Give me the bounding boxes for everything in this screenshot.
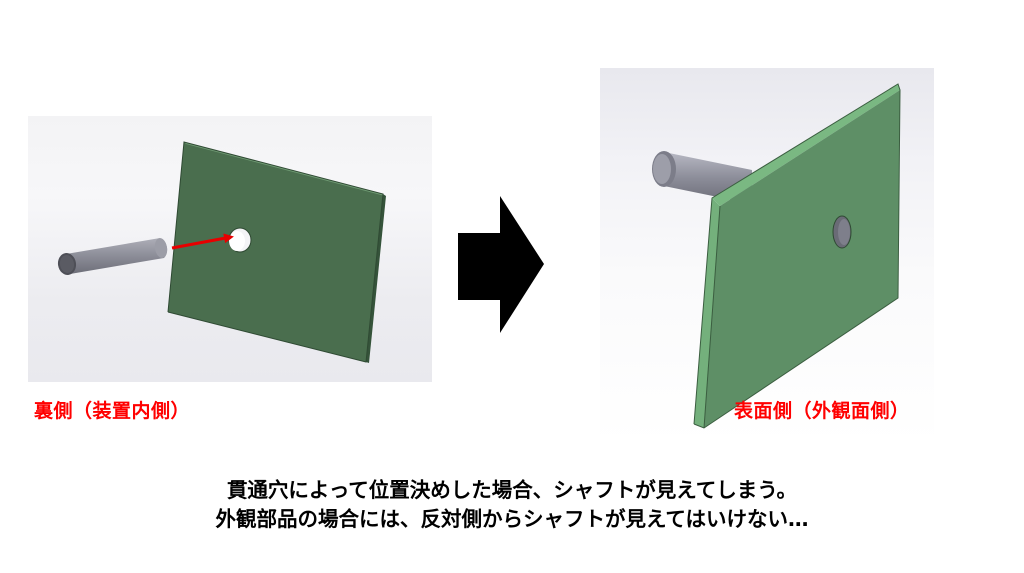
description-line-1: 貫通穴によって位置決めした場合、シャフトが見えてしまう。: [226, 478, 798, 502]
caption-back-side: 裏側（装置内側）: [34, 400, 191, 422]
green-plate: [693, 83, 901, 429]
back-side-view: [28, 116, 432, 382]
insertion-arrow: [171, 233, 234, 250]
through-hole: [228, 227, 252, 253]
shaft: [57, 238, 168, 275]
front-side-view: [600, 68, 934, 445]
front-side-illustration: [652, 83, 901, 429]
caption-front-side: 表面側（外観面側）: [734, 400, 910, 422]
back-side-illustration: [57, 141, 386, 363]
description: 貫通穴によって位置決めした場合、シャフトが見えてしまう。 外観部品の場合には、反…: [0, 476, 1024, 534]
through-hole: [832, 215, 852, 249]
description-line-2: 外観部品の場合には、反対側からシャフトが見えてはいけない…: [215, 507, 809, 531]
green-plate: [167, 141, 386, 363]
